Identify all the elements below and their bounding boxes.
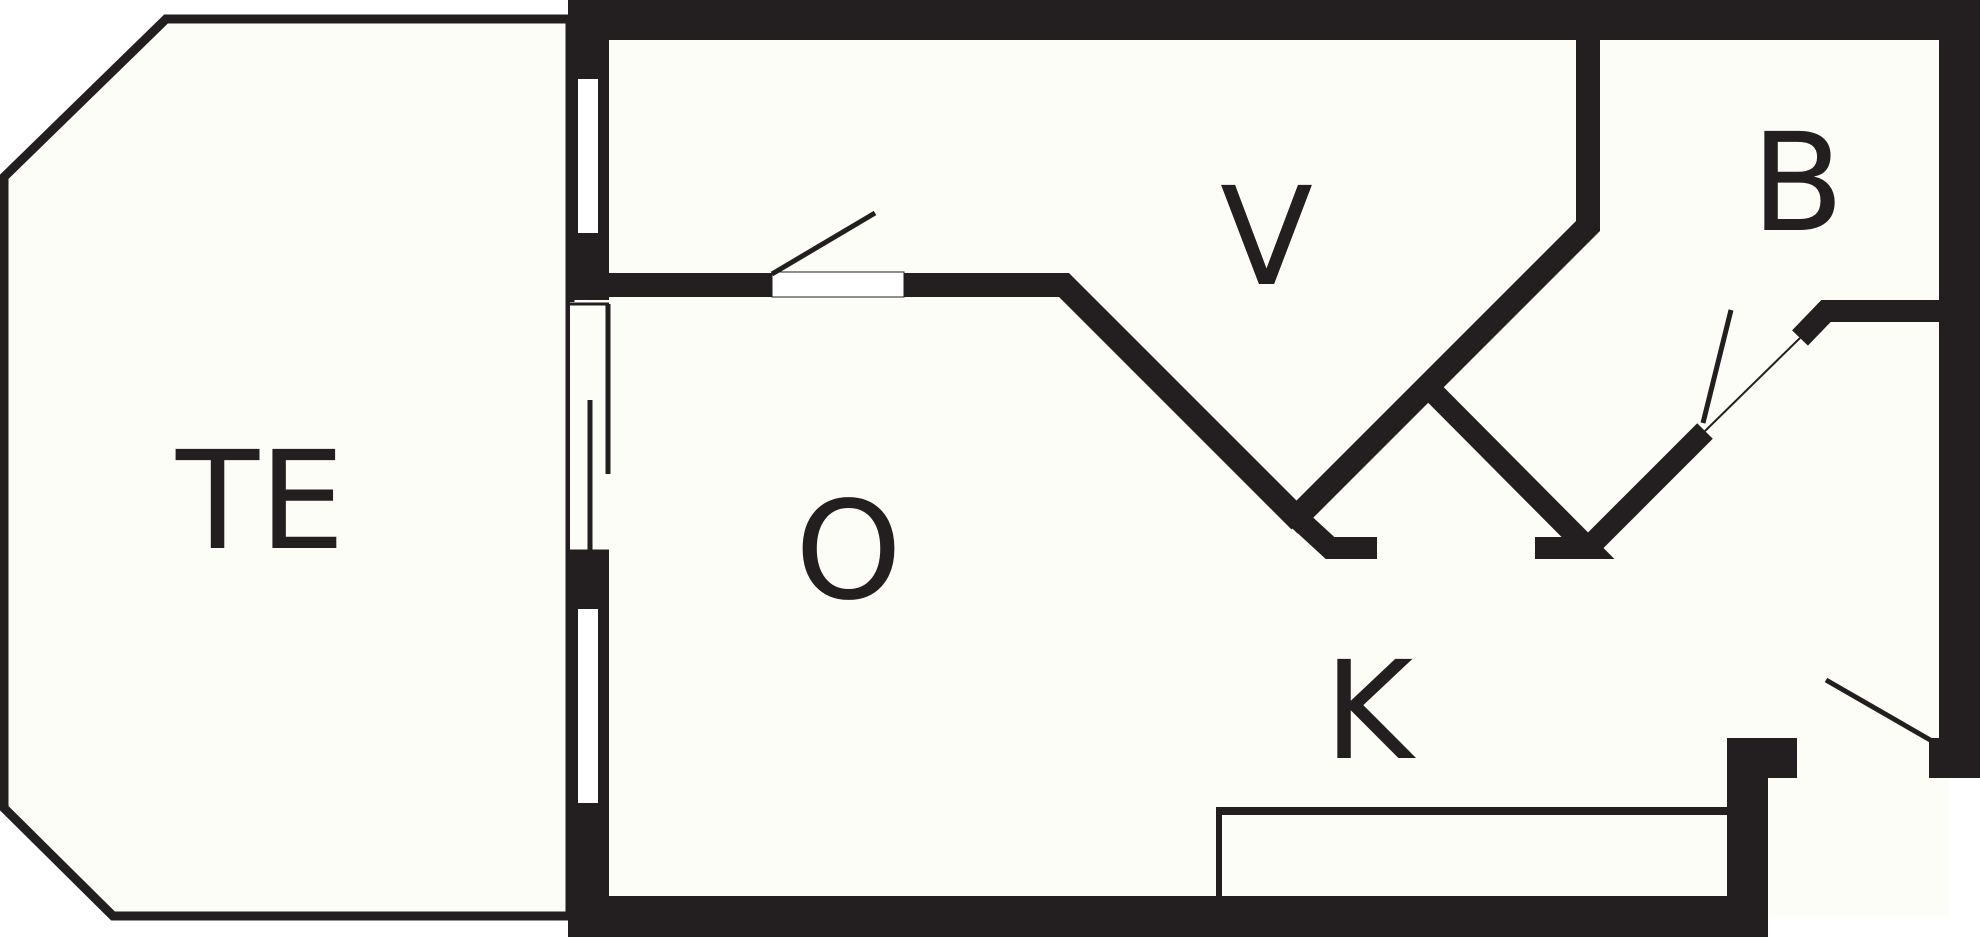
window-lower [576,607,600,805]
wall-living-end [1284,504,1377,559]
wall-wardrobe-living [609,273,1309,530]
kitchen-counter [1216,807,1727,896]
room-label-wardrobe: V [1220,159,1313,317]
room-label-living: O [795,473,902,631]
room-label-bathroom: B [1751,105,1844,263]
wall-wardrobe-kitchen [1280,40,1600,534]
interior-walls [609,40,1939,559]
bathroom-door [1700,309,1801,432]
balcony-door [570,302,611,553]
wall-bathroom-upper [1792,300,1939,346]
top-wall [568,0,1980,40]
right-wall-stub [1929,738,1980,778]
room-label-terrace: TE [175,423,345,581]
bottom-wall [568,896,1768,937]
bottom-right-stub [1727,738,1797,778]
room-label-kitchen: K [1324,633,1417,791]
right-wall [1939,0,1980,778]
apartment-floor [588,20,1949,917]
window-upper [576,77,600,235]
wardrobe-door [770,210,905,298]
exterior-walls [568,0,1980,937]
entrance-door [1824,677,1934,744]
wall-bathroom-lower [1580,423,1713,556]
left-windows [576,77,600,805]
